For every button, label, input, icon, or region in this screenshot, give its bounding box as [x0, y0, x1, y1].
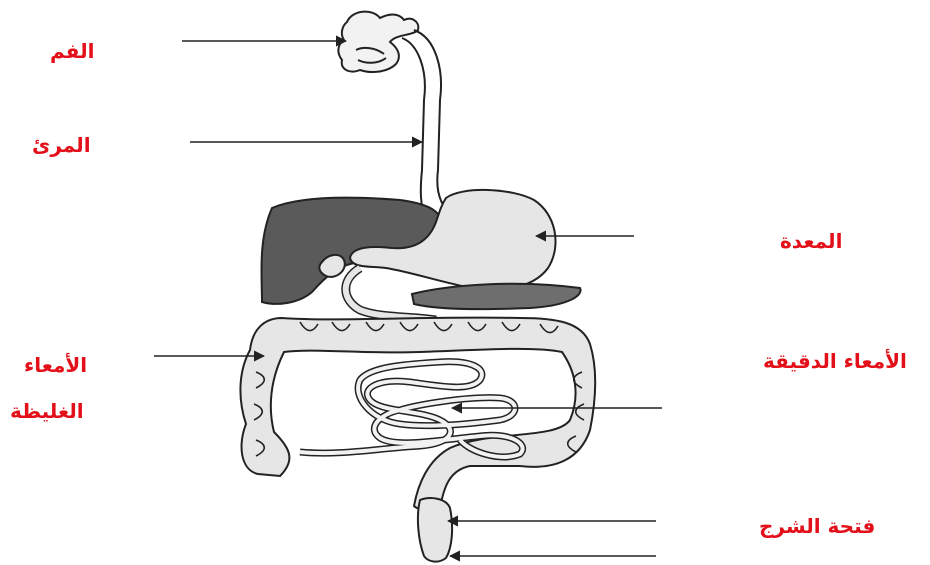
- label-small-intestine: الأمعاء الدقيقة: [763, 346, 907, 376]
- pointer-lines: [154, 41, 662, 556]
- label-mouth: الفم: [50, 36, 94, 66]
- esophagus-shape: [402, 30, 446, 222]
- label-large-intestine-line2: الغليظة: [10, 396, 84, 426]
- label-esophagus: المرئ: [32, 130, 91, 160]
- rectum-shape: [418, 498, 452, 562]
- label-stomach: المعدة: [780, 226, 842, 256]
- label-anus: فتحة الشرج: [759, 511, 875, 541]
- mouth-shape: [338, 12, 418, 72]
- label-large-intestine-line1: الأمعاء: [24, 350, 87, 380]
- pancreas-shape: [412, 284, 581, 309]
